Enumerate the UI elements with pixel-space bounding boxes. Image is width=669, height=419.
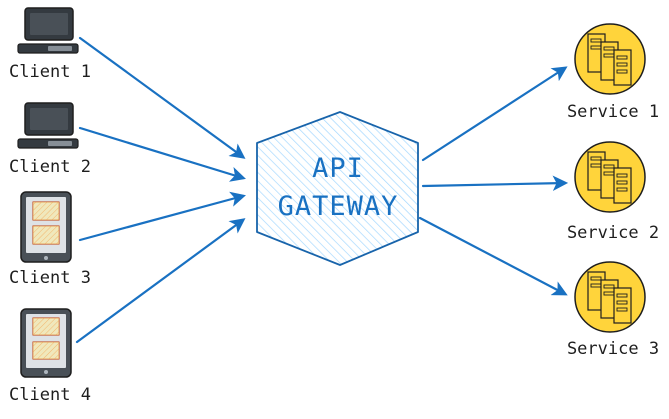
service-server-icon [574, 141, 646, 213]
client-3-label: Client 3 [9, 268, 91, 288]
gateway-hexagon [256, 111, 419, 266]
service-arrows [418, 66, 569, 296]
arrow-service-3 [418, 216, 568, 296]
arrow-service-2 [421, 175, 569, 191]
client-4-label: Client 4 [9, 385, 91, 405]
arrow-service-1 [421, 66, 568, 162]
arrow-client-1 [78, 36, 246, 159]
desktop-computer-icon [17, 7, 79, 54]
desktop-computer-icon [17, 102, 79, 149]
client-arrows [75, 36, 246, 344]
api-gateway-node: API GATEWAY [256, 111, 419, 266]
gateway-label-line1: API [312, 153, 364, 184]
service-1-label: Service 1 [567, 102, 659, 122]
client-2-node: Client 2 [9, 102, 91, 177]
client-3-node: Client 3 [9, 191, 91, 288]
tablet-icon [20, 308, 72, 378]
arrow-client-3 [78, 191, 246, 242]
arrow-client-4 [75, 218, 246, 344]
arrow-client-2 [78, 126, 246, 182]
tablet-icon [20, 191, 72, 263]
service-2-node: Service 2 [567, 141, 659, 243]
gateway-label-line2: GATEWAY [278, 191, 399, 222]
client-1-node: Client 1 [9, 7, 91, 82]
client-2-label: Client 2 [9, 157, 91, 177]
service-3-node: Service 3 [567, 261, 659, 359]
client-1-label: Client 1 [9, 62, 91, 82]
service-server-icon [574, 261, 646, 333]
service-2-label: Service 2 [567, 223, 659, 243]
service-server-icon [574, 23, 646, 95]
service-3-label: Service 3 [567, 339, 659, 359]
client-4-node: Client 4 [9, 308, 91, 405]
service-1-node: Service 1 [567, 23, 659, 122]
